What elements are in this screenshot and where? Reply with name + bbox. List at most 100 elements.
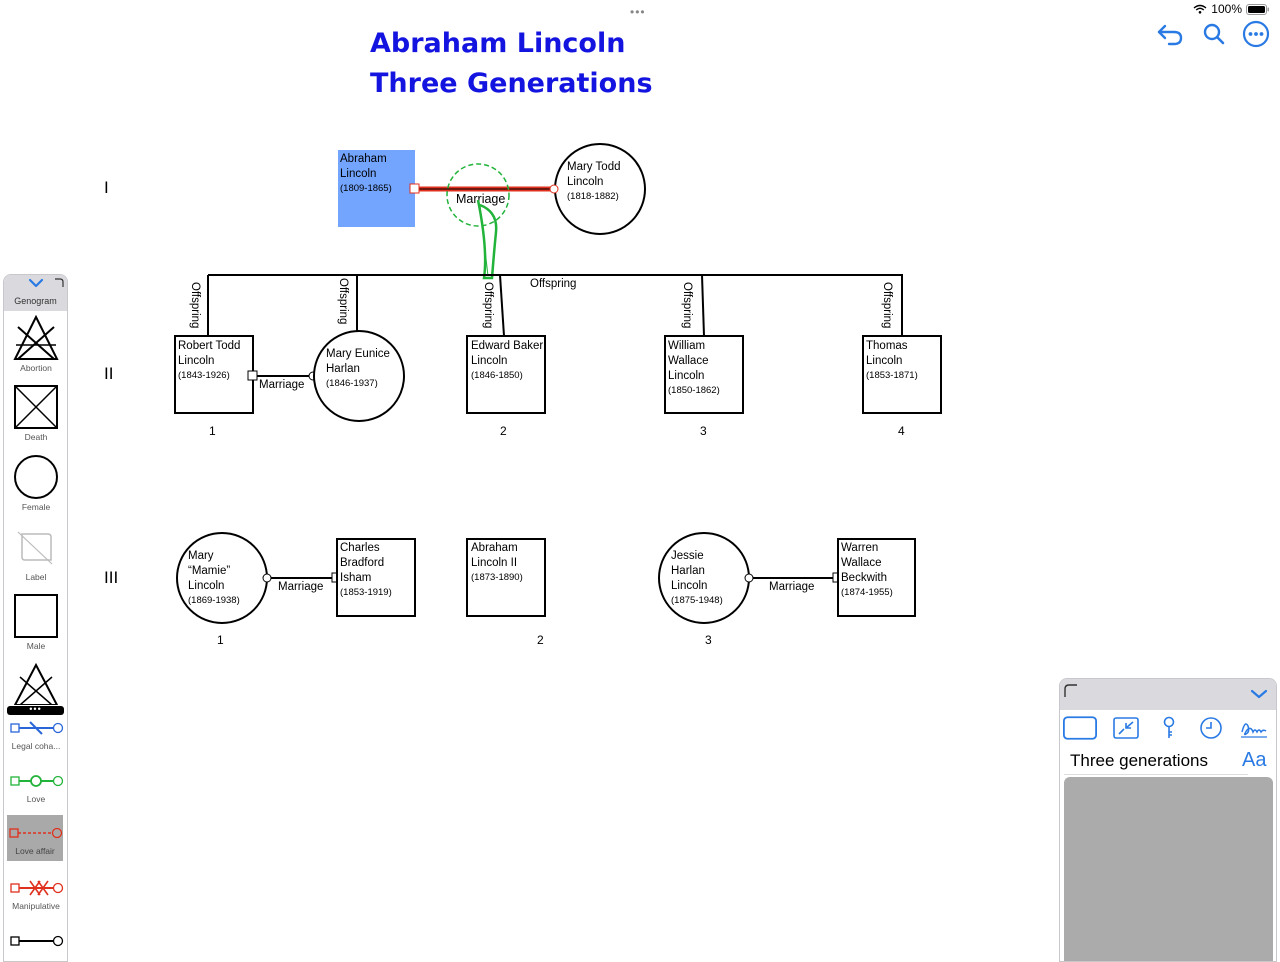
corner-grip-icon [1064, 684, 1077, 697]
inspector-header[interactable] [1060, 679, 1276, 710]
love-line-icon [10, 775, 64, 787]
palette-header[interactable]: Genogram [4, 275, 67, 311]
node-dates: (1875-1948) [671, 595, 723, 606]
time-button[interactable] [1194, 715, 1228, 741]
male-square-icon [14, 594, 58, 638]
palette-item-death[interactable]: Death [6, 384, 66, 442]
person-charles-bradford-isham[interactable]: Charles Bradford Isham (1853-1919) [336, 538, 416, 617]
node-name: Harlan [326, 363, 360, 375]
person-robert-todd-lincoln[interactable]: Robert Todd Lincoln (1843-1926) [174, 335, 254, 414]
palette-item-female[interactable]: Female [6, 454, 66, 512]
rectangle-shape-icon [1063, 716, 1097, 740]
offspring-label: Offspring [337, 278, 349, 324]
key-button[interactable] [1152, 715, 1186, 741]
multitask-grabber[interactable]: ••• [630, 5, 646, 19]
generation-label-2: II [104, 364, 113, 383]
love-affair-line-icon [9, 827, 63, 839]
offspring-label: Offspring [681, 282, 693, 328]
marriage-line-gen1[interactable] [409, 183, 559, 194]
node-name: Lincoln II [471, 557, 517, 569]
node-dates: (1869-1938) [188, 595, 240, 606]
palette-item-love-affair-selected[interactable]: Love affair [7, 815, 63, 861]
ellipsis-circle-icon [1242, 20, 1270, 48]
offspring-bar[interactable] [207, 274, 903, 337]
diagram-title-line1[interactable]: Abraham Lincoln [370, 28, 626, 59]
palette-more-handle[interactable]: ••• [7, 705, 64, 715]
more-button[interactable] [1241, 19, 1271, 49]
resize-arrows-icon [1113, 717, 1139, 739]
key-icon [1163, 716, 1175, 738]
signature-button[interactable] [1237, 715, 1271, 741]
offspring-label: Offspring [881, 282, 893, 328]
node-name: Warren [841, 542, 878, 554]
generation-label-1: I [104, 178, 109, 197]
node-name: Abraham [340, 153, 387, 165]
person-abraham-lincoln[interactable]: Abraham Lincoln (1809-1865) [338, 150, 415, 227]
node-name: Lincoln [471, 355, 507, 367]
node-name: Abraham [471, 542, 518, 554]
title-input[interactable] [1064, 748, 1248, 775]
diagram-title-line2[interactable]: Three Generations [370, 68, 653, 99]
person-warren-wallace-beckwith[interactable]: Warren Wallace Beckwith (1874-1955) [837, 538, 916, 617]
connector-handle[interactable] [549, 184, 559, 194]
connector-handle[interactable] [409, 183, 420, 194]
search-button[interactable] [1199, 19, 1229, 49]
font-style-button[interactable]: Aa [1242, 749, 1267, 771]
node-name: Wallace [841, 557, 881, 569]
label-shape-icon [17, 531, 53, 565]
chevron-down-icon[interactable] [28, 277, 44, 289]
battery-icon [1246, 3, 1269, 15]
palette-item-label: Female [21, 502, 51, 512]
resize-button[interactable] [1109, 715, 1143, 741]
offspring-label: Offspring [482, 282, 494, 328]
node-name: Lincoln [671, 580, 707, 592]
palette-item-miscarriage[interactable] [6, 663, 66, 705]
female-node[interactable] [554, 143, 646, 235]
palette-item-label: Death [24, 432, 48, 442]
offspring-label: Offspring [189, 282, 201, 328]
node-name: “Mamie” [188, 565, 230, 577]
person-thomas-lincoln[interactable]: Thomas Lincoln (1853-1871) [862, 335, 942, 414]
palette-item-legal-cohabitation[interactable]: Legal coha... [6, 719, 66, 751]
inspector-panel[interactable]: Aa [1059, 678, 1277, 962]
palette-item-label: Label [25, 572, 47, 582]
sibling-number: 3 [700, 424, 707, 438]
node-dates: (1850-1862) [668, 385, 720, 396]
person-william-wallace-lincoln[interactable]: William Wallace Lincoln (1850-1862) [664, 335, 744, 414]
person-mary-eunice-harlan[interactable]: Mary Eunice Harlan (1846-1937) [313, 330, 405, 422]
manipulative-line-icon [10, 880, 64, 896]
person-abraham-lincoln-ii[interactable]: Abraham Lincoln II (1873-1890) [466, 538, 546, 617]
node-dates: (1846-1937) [326, 378, 378, 389]
marriage-label: Marriage [456, 192, 505, 206]
palette-item-label-shape[interactable]: Label [6, 524, 66, 582]
node-name: Mary Todd [567, 161, 620, 173]
palette-item-love[interactable]: Love [6, 772, 66, 804]
person-mary-mamie-lincoln[interactable]: Mary “Mamie” Lincoln (1869-1938) [176, 532, 268, 624]
person-mary-todd-lincoln[interactable]: Mary Todd Lincoln (1818-1882) [554, 143, 646, 235]
node-name: Thomas [866, 340, 908, 352]
genogram-palette[interactable]: Genogram Abortion Death Female Label [3, 274, 68, 962]
node-name: Charles [340, 542, 380, 554]
person-jessie-harlan-lincoln[interactable]: Jessie Harlan Lincoln (1875-1948) [658, 532, 750, 624]
palette-item-male[interactable]: Male [6, 593, 66, 651]
abortion-symbol-icon [13, 315, 59, 360]
undo-button[interactable] [1155, 19, 1185, 49]
palette-item-partial[interactable] [6, 932, 66, 952]
shape-style-button[interactable] [1063, 715, 1097, 741]
node-dates: (1846-1850) [471, 370, 523, 381]
marriage-label: Marriage [278, 581, 323, 593]
sibling-number: 2 [500, 424, 507, 438]
node-name: Mary [188, 550, 214, 562]
undo-icon [1157, 24, 1183, 46]
battery-percent: 100% [1211, 2, 1242, 16]
selection-handle-circle[interactable] [446, 163, 510, 227]
marriage-label: Marriage [769, 581, 814, 593]
wifi-icon [1193, 4, 1207, 14]
male-node-selected[interactable] [338, 150, 415, 227]
palette-item-abortion[interactable]: Abortion [6, 315, 66, 373]
chevron-down-icon[interactable] [1250, 688, 1268, 700]
person-edward-baker-lincoln[interactable]: Edward Baker Lincoln (1846-1850) [466, 335, 546, 414]
inspector-content-area[interactable] [1064, 777, 1273, 961]
palette-item-manipulative[interactable]: Manipulative [6, 879, 66, 911]
